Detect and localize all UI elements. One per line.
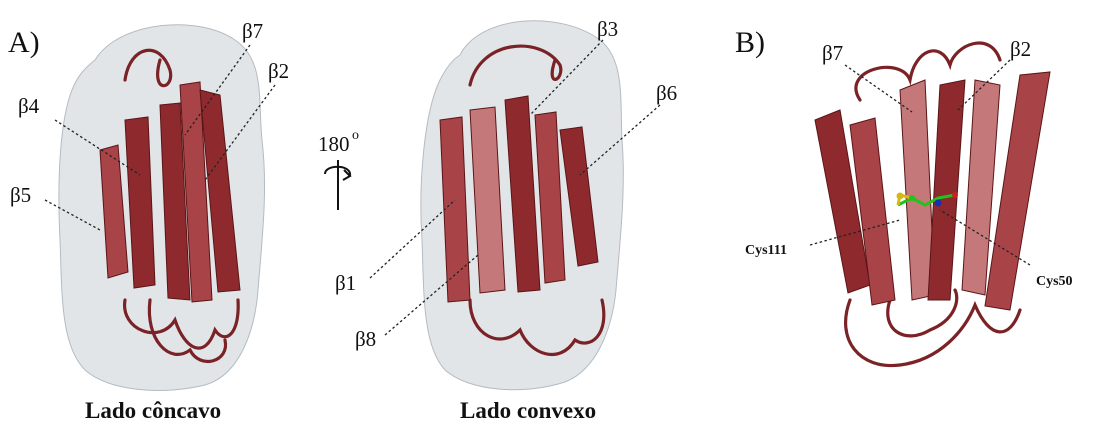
panel-b-cartoon xyxy=(815,43,1050,366)
caption-concave-side: Lado côncavo xyxy=(85,398,221,423)
label-beta4-concave: β4 xyxy=(18,94,40,118)
label-cys111: Cys111 xyxy=(745,243,787,258)
label-beta1-convex: β1 xyxy=(335,271,356,295)
panel-a-concave-view xyxy=(59,25,265,391)
rotation-degree-sign: o xyxy=(352,128,359,143)
panel-a-letter: A) xyxy=(8,26,40,59)
label-beta7-concave: β7 xyxy=(242,19,263,43)
label-beta5-concave: β5 xyxy=(10,183,31,207)
label-beta8-convex: β8 xyxy=(355,327,376,351)
caption-convex-side: Lado convexo xyxy=(460,398,596,423)
rotation-degrees: 180 xyxy=(318,132,350,156)
label-beta6-convex: β6 xyxy=(656,81,677,105)
label-beta2-concave: β2 xyxy=(268,59,289,83)
panel-b-loop-bottom xyxy=(846,300,1020,366)
rotation-symbol: 180 o xyxy=(318,128,359,210)
label-beta3-convex: β3 xyxy=(597,17,618,41)
rotation-arrow-icon xyxy=(325,160,350,210)
label-beta2-panel-b: β2 xyxy=(1010,37,1031,61)
panel-a-convex-view xyxy=(421,21,623,390)
concave-molecular-surface xyxy=(59,25,265,391)
panel-b-strand-b2 xyxy=(928,80,965,300)
label-beta7-panel-b: β7 xyxy=(822,41,843,65)
label-cys50: Cys50 xyxy=(1036,274,1073,289)
panel-b-letter: B) xyxy=(735,26,765,59)
